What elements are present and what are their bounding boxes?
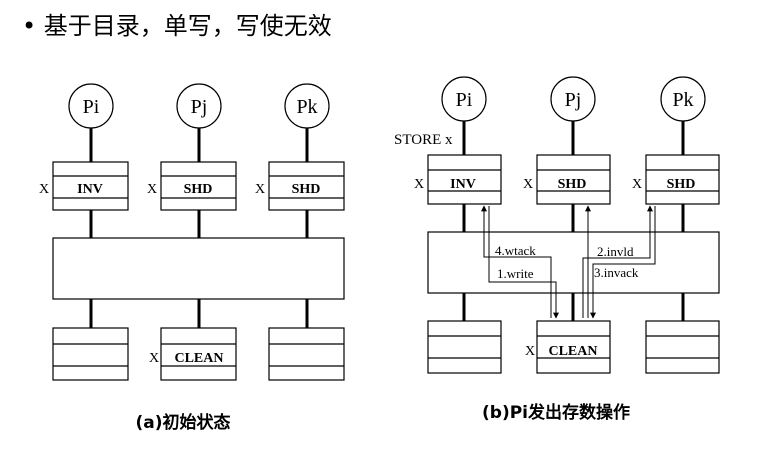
memory-module-home-a: X CLEAN <box>149 327 237 381</box>
store-label: STORE x <box>394 132 453 148</box>
cache-state: INV <box>77 182 103 197</box>
processor-pi-b: Pi <box>441 76 487 122</box>
processor-pj-b: Pj <box>550 76 596 122</box>
processor-label: Pj <box>565 89 582 111</box>
cache-state: INV <box>450 177 476 192</box>
memory-module-home-b: X CLEAN <box>525 320 611 374</box>
memory-module-b3 <box>645 320 720 374</box>
processor-pk-a: Pk <box>284 83 330 129</box>
msg-1-write-arrow <box>488 206 559 319</box>
processor-pi-a: Pi <box>68 83 114 129</box>
memory-state: CLEAN <box>548 344 597 359</box>
msg-label-wtack: 4.wtack <box>495 243 536 258</box>
cache-pi-a: X INV <box>39 161 129 211</box>
memory-state: CLEAN <box>174 351 223 366</box>
cache-x-label: X <box>632 177 642 192</box>
processor-label: Pi <box>83 96 100 118</box>
slide-title: • 基于目录，单写，写使无效 <box>22 6 332 41</box>
cache-state: SHD <box>558 177 587 192</box>
msg-2-invld-arrow <box>582 205 653 318</box>
bullet-point: • <box>22 12 37 40</box>
interconnect-network <box>52 237 345 300</box>
processor-pj-a: Pj <box>176 83 222 129</box>
memory-x-label: X <box>149 351 159 366</box>
cache-state: SHD <box>292 182 321 197</box>
cache-x-label: X <box>255 182 265 197</box>
msg-label-write: 1.write <box>497 266 534 281</box>
msg-label-invld: 2.invld <box>597 244 634 259</box>
cache-x-label: X <box>523 177 533 192</box>
cache-x-label: X <box>147 182 157 197</box>
processor-label: Pj <box>191 96 208 118</box>
msg-4-wtack-arrow <box>481 205 552 318</box>
msg-label-invack: 3.invack <box>594 265 639 280</box>
caption-a: (a)初始状态 <box>135 412 230 433</box>
cache-x-label: X <box>39 182 49 197</box>
memory-module-a3 <box>268 327 345 381</box>
memory-module-b1 <box>427 320 502 374</box>
memory-x-label: X <box>525 344 535 359</box>
diagram-b: Pi Pj Pk STORE x X INV X SHD <box>394 76 720 374</box>
cache-pk-b: X SHD <box>632 154 720 205</box>
processor-pk-b: Pk <box>660 76 706 122</box>
cache-state: SHD <box>184 182 213 197</box>
interconnect-network <box>427 231 720 294</box>
title-text: 基于目录，单写，写使无效 <box>43 12 332 40</box>
processor-label: Pk <box>672 89 693 111</box>
processor-label: Pi <box>456 89 473 111</box>
cache-pj-a: X SHD <box>147 161 237 211</box>
cache-x-label: X <box>414 177 424 192</box>
diagram-a: Pi Pj Pk X INV X SHD <box>39 83 345 381</box>
cache-state: SHD <box>667 177 696 192</box>
cache-pk-a: X SHD <box>255 161 345 211</box>
cache-pj-b: X SHD <box>523 154 611 205</box>
processor-label: Pk <box>296 96 317 118</box>
msg-3-invack-arrow <box>590 206 656 319</box>
caption-b: (b)Pi发出存数操作 <box>482 402 630 423</box>
memory-module-a1 <box>52 327 129 381</box>
cache-pi-b: X INV <box>414 154 502 205</box>
